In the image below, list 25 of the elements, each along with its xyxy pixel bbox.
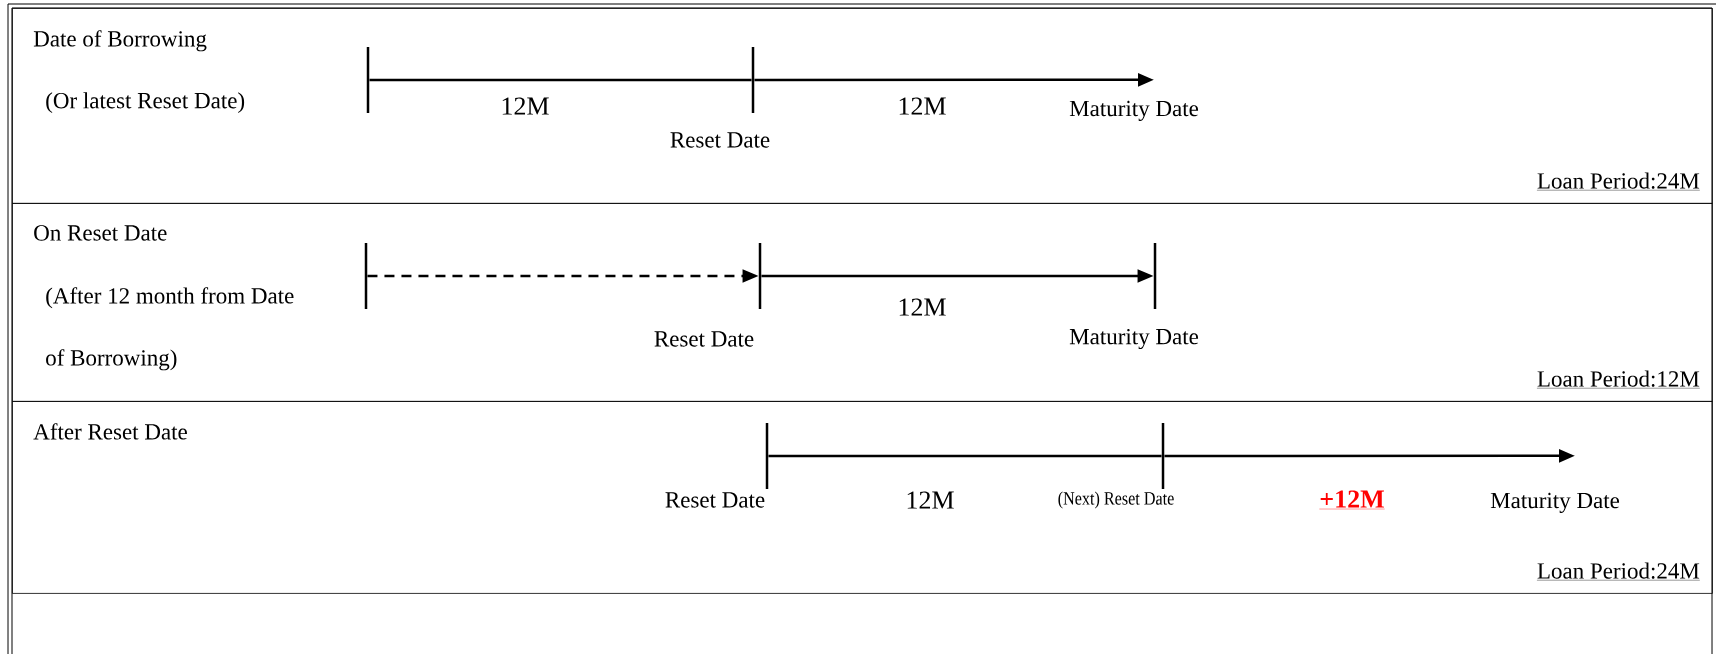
- date-label: Reset Date: [665, 492, 765, 508]
- date-label: (Next) Reset Date: [1058, 491, 1174, 509]
- table-row: [12, 203, 1713, 402]
- row-note: (After 12 month from Date of Borrowing): [46, 287, 294, 371]
- edge-label: 12M: [899, 298, 946, 316]
- row-heading: Date of Borrowing: [33, 30, 207, 52]
- tick-mark: [366, 47, 370, 113]
- date-label: Maturity Date: [1069, 100, 1199, 121]
- table-row: [12, 401, 1713, 594]
- tick-mark: [364, 243, 368, 309]
- loan-period-text: Loan Period:24M: [1536, 172, 1700, 191]
- row-note: (Or latest Reset Date): [46, 92, 245, 114]
- edge-label: 12M: [899, 97, 946, 115]
- date-label: Maturity Date: [1069, 328, 1199, 350]
- row-heading: After Reset Date: [33, 423, 187, 440]
- table-row: [12, 8, 1713, 204]
- loan-period-text: Loan Period:12M: [1536, 370, 1700, 389]
- loan-period-text: Loan Period:24M: [1536, 562, 1700, 581]
- date-label: Maturity Date: [1490, 492, 1620, 513]
- edge-label: +12M: [1319, 490, 1385, 510]
- row-heading: On Reset Date: [34, 225, 167, 241]
- edge-label: 12M: [502, 97, 549, 115]
- date-label: Reset Date: [670, 132, 770, 148]
- date-label: Reset Date: [654, 331, 754, 347]
- edge-label: 12M: [907, 491, 954, 509]
